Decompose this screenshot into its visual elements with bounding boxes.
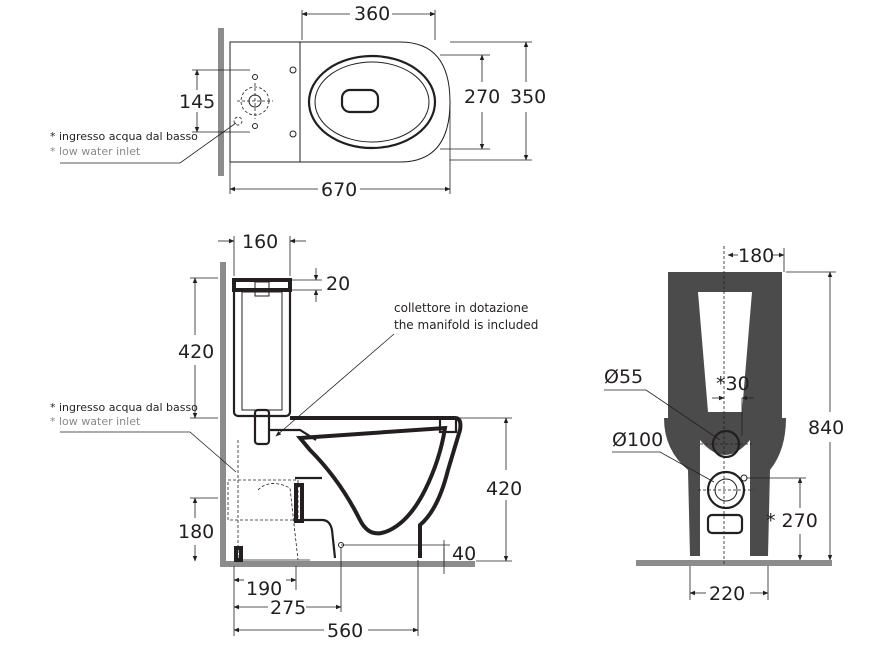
dim-270-rear: * 270 (766, 510, 818, 532)
side-view-valve (254, 281, 270, 297)
side-note-en: * low water inlet (50, 415, 141, 428)
dim-220: 220 (709, 583, 745, 605)
top-view-hole (252, 74, 258, 80)
top-view-bowl-inner (314, 61, 430, 143)
dim-d100: Ø100 (612, 429, 663, 451)
dim-275: 275 (270, 597, 306, 619)
dim-360: 360 (354, 3, 390, 25)
dim-180-side: 180 (178, 521, 214, 543)
top-view-drain (340, 88, 380, 114)
top-view-bowl-outline (300, 41, 451, 163)
side-view-manifold (253, 408, 271, 446)
top-view-hole (252, 123, 258, 129)
side-note-it: * ingresso acqua dal basso (50, 401, 198, 414)
dim-160: 160 (242, 231, 278, 253)
dim-420-bowl: 420 (486, 478, 522, 500)
side-view-rim (438, 416, 458, 434)
dim-190: 190 (246, 578, 282, 600)
dim-350: 350 (510, 86, 546, 108)
dim-40: 40 (452, 543, 476, 565)
rear-view-floor (636, 560, 832, 566)
side-view: 160 20 420 420 180 40 (50, 231, 538, 642)
side-view-bowl-inner (295, 425, 448, 536)
dim-d55: Ø55 (604, 366, 643, 388)
top-view: 360 145 270 350 670 * ingresso acqua dal… (50, 3, 546, 201)
side-view-bowl-front (290, 416, 463, 558)
dim-270-top: 270 (464, 86, 500, 108)
side-view-tank-inner (241, 291, 283, 411)
top-view-bolt-hole (289, 130, 297, 138)
top-view-wall (218, 28, 224, 176)
rear-view-bowl-recess (700, 440, 750, 556)
top-view-bolt-hole (289, 66, 297, 74)
dim-670: 670 (321, 179, 357, 201)
top-view-seat (307, 54, 437, 150)
dim-560: 560 (327, 620, 363, 642)
rear-view-outlet (706, 513, 744, 535)
dim-840: 840 (808, 417, 844, 439)
top-view-tank (229, 41, 301, 163)
dim-180-rear: 180 (738, 245, 774, 267)
dim-420-tank: 420 (178, 341, 214, 363)
rear-view: 180 840 Ø55 *30 Ø100 * 270 220 (604, 245, 844, 605)
dim-145: 145 (179, 91, 215, 113)
top-note-en: * low water inlet (50, 145, 141, 158)
dim-30: *30 (716, 373, 750, 395)
dim-20: 20 (326, 273, 350, 295)
rear-view-tank-recess (698, 292, 752, 412)
side-view-wall (220, 262, 226, 567)
side-view-floor (220, 561, 475, 567)
manifold-note-it: collettore in dotazione (394, 301, 528, 315)
top-view-low-inlet (233, 116, 243, 126)
top-note-it: * ingresso acqua dal basso (50, 130, 198, 143)
side-view-lid (232, 278, 292, 292)
side-view-trap (295, 476, 337, 559)
manifold-note-en: the manifold is included (394, 318, 538, 332)
